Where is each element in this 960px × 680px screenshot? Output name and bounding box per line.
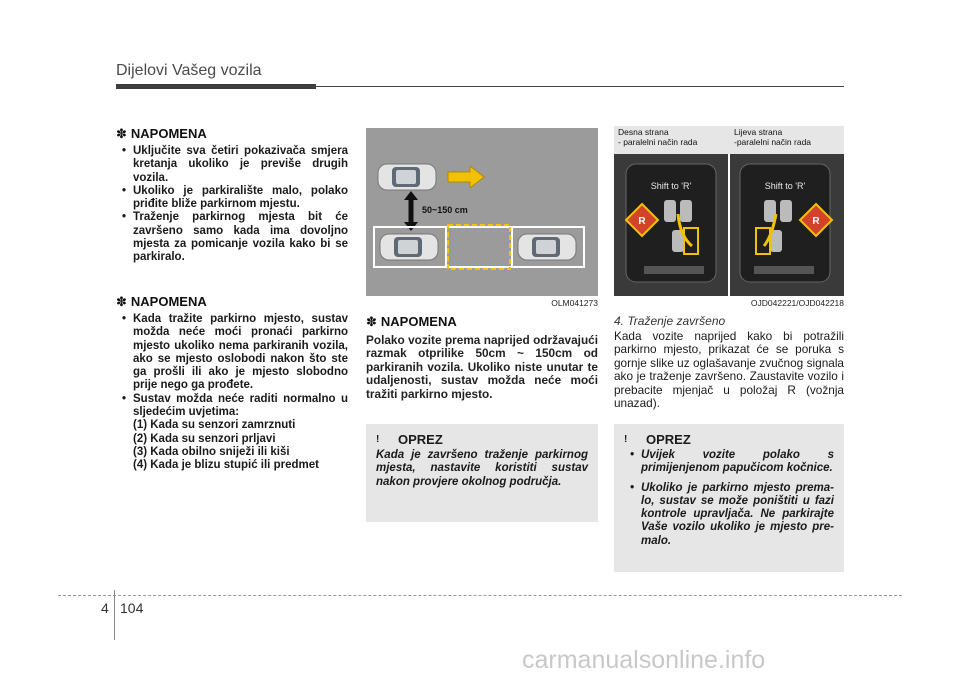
parking-search-figure: 50~150 cm <box>366 128 598 296</box>
note-star-icon: ✽ <box>116 126 127 141</box>
screen-right-side: Shift to 'R' R <box>624 163 717 283</box>
svg-text:R: R <box>638 216 646 227</box>
note-1-item: Ukoliko je parkiralište malo, polako pri… <box>116 185 348 212</box>
note-1-item: Traženje parkirnog mjesta bit će završen… <box>116 211 348 264</box>
note-1-item: Uključite sva četiri pokazivača smjera k… <box>116 145 348 185</box>
figure-2-labels: Desna strana - paralelni način rada Lije… <box>614 126 844 154</box>
note-3-title: ✽NAPOMENA <box>366 314 457 329</box>
distance-label: 50~150 cm <box>422 205 468 215</box>
moving-car-icon <box>377 163 437 191</box>
conditions-list: (1) Kada su senzori zamrznuti (2) Kada s… <box>116 419 348 472</box>
footer-divider <box>114 590 115 640</box>
warning-icon: ! <box>624 434 629 445</box>
warning-1-header: ! OPREZ <box>376 432 443 447</box>
figure-2-code: OJD042221/OJD042218 <box>750 298 844 308</box>
note-3: ✽NAPOMENA Polako vozite prema naprijed o… <box>366 314 598 401</box>
svg-text:Shift to 'R': Shift to 'R' <box>765 181 806 191</box>
cluster-display-figure: Shift to 'R' R Shift to 'R' R <box>614 154 844 296</box>
condition-item: (1) Kada su senzori zamrznuti <box>133 419 296 432</box>
note-1-title: ✽NAPOMENA <box>116 126 207 141</box>
condition-item: (3) Kada obilno sniježi ili kiši <box>133 445 290 458</box>
label-right-side: Desna strana - paralelni način rada <box>618 127 698 147</box>
section-4-heading: 4. Traženje završeno <box>614 314 726 328</box>
note-2: ✽NAPOMENA Kada tražite parkirno mjesto, … <box>116 294 348 473</box>
note-1: ✽NAPOMENA Uključite sva četiri pokazivač… <box>116 126 348 265</box>
cluster-screens: Shift to 'R' R Shift to 'R' R <box>614 154 844 296</box>
section-4-text: Kada vozite naprijed kako bi potražili p… <box>614 329 844 411</box>
direction-arrow-icon <box>447 164 485 190</box>
parked-car-left-icon <box>379 233 439 261</box>
condition-item: (4) Kada je blizu stupić ili predmet <box>133 459 319 472</box>
watermark: carmanualsonline.info <box>522 646 766 674</box>
label-left-side: Lijeva strana -paralelni način rada <box>734 127 812 147</box>
svg-text:R: R <box>812 216 820 227</box>
warning-2-header: ! OPREZ <box>624 432 691 447</box>
condition-item: (2) Kada su senzori prljavi <box>133 432 276 445</box>
screen-left-side: Shift to 'R' R <box>739 163 834 283</box>
section-4: 4. Traženje završeno Kada vozite naprije… <box>614 314 844 410</box>
warning-box-2: ! OPREZ Uvijek vozite polako s primijenj… <box>614 424 844 572</box>
warning-2-item: Uvijek vozite polako s primijenjenom pap… <box>624 449 834 476</box>
page-number: 104 <box>120 600 144 616</box>
note-2-title: ✽NAPOMENA <box>116 294 207 309</box>
note-3-text: Polako vozite prema naprijed održavajući… <box>366 333 598 401</box>
svg-text:Shift to 'R': Shift to 'R' <box>651 181 692 191</box>
warning-2-item: Ukoliko je parkirno mjesto prema-lo, sus… <box>624 482 834 548</box>
header-rule <box>116 86 844 87</box>
parking-diagram: 50~150 cm <box>366 128 598 296</box>
chapter-number: 4 <box>101 600 109 616</box>
note-star-icon: ✽ <box>366 314 377 329</box>
note-2-item: Kada tražite parkirno mjesto, sustav mož… <box>116 313 348 393</box>
note-star-icon: ✽ <box>116 294 127 309</box>
footer-rule <box>58 595 902 596</box>
warning-box-1: ! OPREZ Kada je završeno traženje parkir… <box>366 424 598 522</box>
free-space-marker <box>447 224 511 270</box>
warning-1-text: Kada je završeno traženje parkirnog mjes… <box>376 449 588 488</box>
page-header-title: Dijelovi Vašeg vozila <box>116 62 262 79</box>
figure-code: OLM041273 <box>551 298 598 308</box>
note-2-item: Sustav možda neće raditi normalno u slje… <box>116 393 348 420</box>
warning-icon: ! <box>376 434 381 445</box>
parked-car-right-icon <box>517 233 577 261</box>
